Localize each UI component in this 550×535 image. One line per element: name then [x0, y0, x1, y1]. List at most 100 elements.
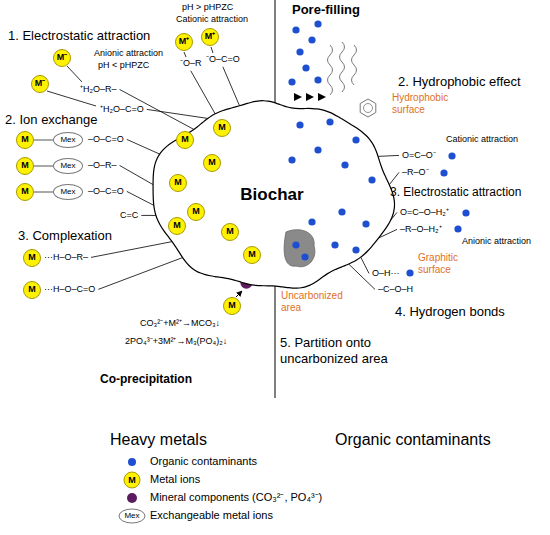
organic-contaminant-dot [314, 20, 321, 27]
metal-ion: M [16, 131, 34, 149]
organic-contaminant-dot [288, 156, 295, 163]
node-text: Mex [60, 188, 75, 197]
mechanism-title: 3. Electrostatic attraction [390, 185, 521, 199]
metal-ion: M [23, 281, 41, 299]
organic-contaminant-dot [462, 209, 469, 216]
node-text: M [173, 221, 181, 231]
node-text: M [28, 285, 36, 295]
leader-line [147, 109, 208, 118]
color-swatch [127, 493, 137, 503]
node-text: M [21, 187, 29, 197]
organic-contaminant-dot [362, 220, 369, 227]
exchangeable-ion-swatch [119, 509, 145, 523]
uncarbonized-region [284, 230, 315, 267]
functional-group: –O–R– [88, 160, 117, 171]
leader-line [120, 165, 154, 184]
node-text: M [208, 158, 216, 168]
leader-line [389, 172, 399, 184]
mechanism-title: 2. Ion exchange [5, 112, 98, 128]
functional-group: O=C–O⁻ [402, 150, 436, 161]
benzene-ring-inner [364, 104, 373, 113]
exchangeable-ion: Mex [53, 132, 83, 148]
functional-group: –C–O–H [378, 284, 413, 295]
organic-contaminant-dot [338, 208, 345, 215]
surface-note: Hydrophobic surface [392, 92, 466, 116]
reaction-equation: CO₃²⁻+M²⁺→MCO₃↓ [140, 318, 220, 329]
metal-ion: M [176, 131, 194, 149]
legend-text: Mineral components (CO₃²⁻, PO₄³⁻) [150, 491, 322, 504]
node-text: M [21, 161, 29, 171]
organic-contaminant-dot [368, 176, 375, 183]
triangle-arrow [306, 93, 314, 101]
leader-line [191, 71, 215, 114]
metal-ion: M [187, 203, 205, 221]
mechanism-title: 2. Hydrophobic effect [398, 74, 521, 90]
color-swatch [128, 458, 136, 466]
connector [34, 166, 53, 167]
leader-line [127, 139, 160, 154]
surface-note: Uncarbonized area [281, 290, 351, 314]
leader-line [141, 215, 156, 216]
metal-ion: M [169, 174, 187, 192]
bond-line [211, 47, 213, 53]
group-heading: Heavy metals [110, 430, 207, 449]
organic-contaminant-dot [440, 169, 447, 176]
legend-text: Metal ions [150, 473, 200, 486]
alkyl-chain [328, 45, 333, 95]
node-text: M [192, 207, 200, 217]
metal-ion: M [221, 223, 239, 241]
functional-group: –O–C=O [88, 186, 124, 197]
metal-ion-swatch [124, 472, 140, 488]
node-text: M [28, 253, 36, 263]
precipitation-arrow [236, 291, 242, 297]
exchangeable-ion: Mex [53, 184, 83, 200]
leader-line [223, 67, 240, 106]
organic-contaminant-dot [331, 241, 338, 248]
organic-contaminant-dot [292, 26, 299, 33]
node-text: M [226, 227, 234, 237]
metal-ion: M⁺ [201, 28, 219, 46]
organic-contaminant-dot [292, 241, 299, 248]
node-text: M⁻ [35, 79, 46, 89]
functional-group: ···H–O–C=O [44, 284, 95, 295]
alkyl-chain [352, 45, 357, 85]
metal-ion: M⁺ [175, 33, 193, 51]
node-text: M [181, 135, 189, 145]
condition-note: Anionic attraction [94, 48, 163, 59]
biochar-shape [153, 101, 394, 288]
bond-line [67, 66, 82, 82]
alkyl-chain [340, 42, 345, 92]
metal-ion: M [16, 183, 34, 201]
swatch-letter: Mex [124, 512, 139, 520]
leader-line [361, 257, 369, 273]
functional-group: –O–C=O [88, 134, 124, 145]
node-text: M [228, 301, 236, 311]
leader-line [98, 258, 182, 290]
leader-line [91, 242, 172, 258]
hydrophobic-chains [328, 42, 357, 95]
legend-text: Exchangeable metal ions [150, 509, 273, 522]
condition-note: Cationic attraction [176, 14, 248, 25]
node-text: M [248, 250, 256, 260]
functional-group: ⁻O–C=O [206, 54, 240, 65]
node-text: M⁺ [205, 32, 216, 42]
organic-contaminant-dot [296, 48, 303, 55]
organic-contaminant-dot [288, 78, 295, 85]
group-heading: Organic contaminants [335, 430, 491, 449]
functional-group: ⁺H₂O–C=O [100, 104, 144, 115]
functional-group: O–H··· [372, 268, 400, 279]
functional-group: ···H–O–R– [44, 252, 88, 263]
functional-group: ⁻O–R [180, 58, 202, 69]
section-heading: Co-precipitation [100, 372, 192, 386]
leader-line [378, 155, 399, 156]
organic-contaminant-dot [296, 121, 303, 128]
organic-contaminant-dot [314, 146, 321, 153]
organic-contaminant-dot [448, 152, 455, 159]
organic-contaminant-dot [308, 36, 315, 43]
node-text: M [21, 135, 29, 145]
reaction-equation: 2PO₄³⁻+3M²⁺→M₃(PO₄)₂↓ [125, 336, 227, 347]
organic-contaminant-dot [301, 253, 308, 260]
leader-line [127, 191, 154, 205]
node-text: Mex [60, 162, 75, 171]
node-text: M⁺ [179, 37, 190, 47]
